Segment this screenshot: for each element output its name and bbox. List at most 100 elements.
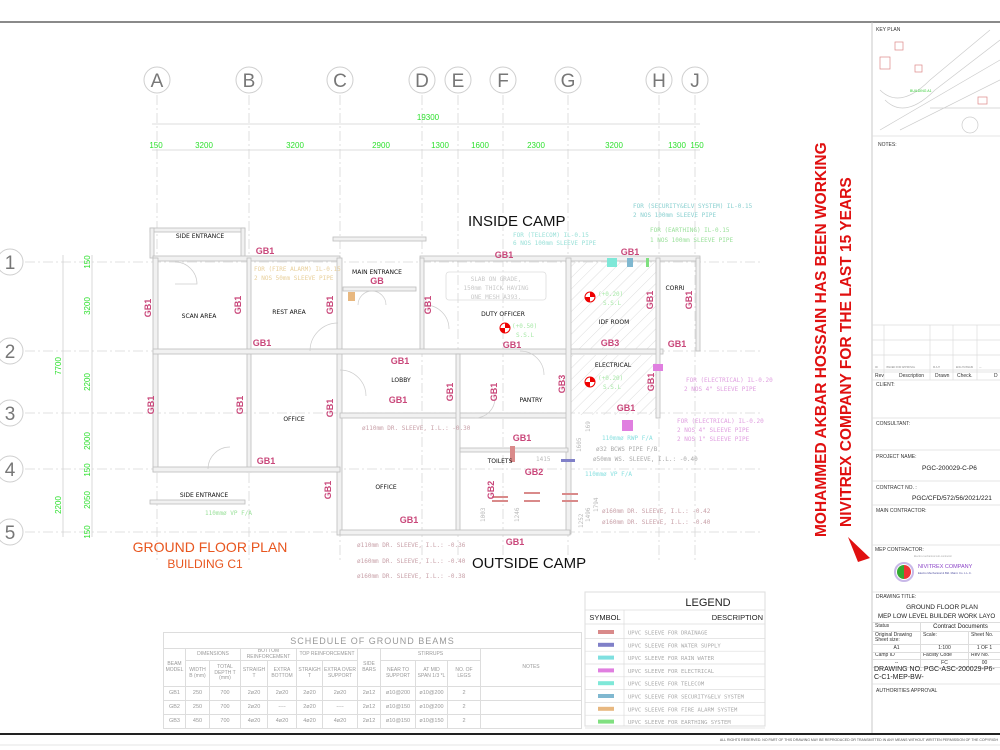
legend-label: UPVC SLEEVE FOR WATER SUPPLY: [628, 643, 721, 649]
table-cell: TOTAL DEPTH T (mm): [209, 660, 241, 688]
copyright-footer: ALL RIGHTS RESERVED. NO PART OF THIS DRA…: [720, 738, 999, 742]
svg-text:AUTHORITIES APPROVAL: AUTHORITIES APPROVAL: [876, 688, 938, 694]
svg-text:110mmø VP F/A: 110mmø VP F/A: [585, 471, 632, 478]
table-cell: Facility Code: [920, 651, 969, 661]
table-cell: Camp ID: [872, 651, 921, 661]
svg-text:150mm THICK HAVING: 150mm THICK HAVING: [463, 285, 528, 292]
svg-text:7700: 7700: [54, 357, 63, 375]
svg-text:Description: Description: [899, 373, 924, 379]
table-cell: WIDTH B (mm): [185, 660, 210, 688]
contract-no: PGC/CFD/572/56/2021/221: [912, 495, 992, 502]
table-cell: Contract Documents: [919, 622, 1000, 632]
grid-label-e: E: [452, 71, 465, 92]
svg-text:GB1: GB1: [325, 399, 335, 418]
svg-text:GB1: GB1: [495, 250, 514, 260]
inside-camp-label: INSIDE CAMP: [468, 213, 566, 230]
svg-text:GB1: GB1: [506, 537, 525, 547]
svg-text:6 NOS 100mm SLEEVE PIPE: 6 NOS 100mm SLEEVE PIPE: [513, 240, 596, 247]
drain-sleeve-1: [510, 446, 515, 462]
svg-text:GB1: GB1: [256, 246, 275, 256]
svg-text:ø110mm DR. SLEEVE, I.L.: -0.36: ø110mm DR. SLEEVE, I.L.: -0.36: [357, 542, 466, 549]
svg-text:GB1: GB1: [489, 383, 499, 402]
svg-text:Drawn: Drawn: [935, 373, 950, 379]
table-cell: ----: [267, 700, 297, 716]
svg-text:2 NOS 4" SLEEVE PIPE: 2 NOS 4" SLEEVE PIPE: [677, 427, 750, 434]
drawing-title-2: MEP LOW LEVEL BUILDER WORK LAYO: [878, 613, 995, 620]
svg-text:1600: 1600: [471, 141, 489, 150]
svg-text:19300: 19300: [417, 113, 440, 122]
svg-text:00: 00: [875, 366, 878, 369]
svg-text:2050: 2050: [83, 491, 92, 509]
title-block: KEY PLAN BUILDING A1 NOTES: 00 ISSUED FO…: [872, 27, 1000, 694]
table-cell: 700: [209, 700, 241, 716]
table-cell: TOP REINFORCEMENT: [296, 647, 358, 662]
drawing-number: DRAWING NO. PGC-ASC-200029-P6-C-C1-MEP-B…: [874, 666, 995, 681]
svg-text:1605: 1605: [576, 437, 583, 452]
legend-label: UPVC SLEEVE FOR SECURITY&ELV SYSTEM: [628, 695, 745, 701]
svg-text:GB1: GB1: [668, 339, 687, 349]
svg-text:GB1: GB1: [445, 383, 455, 402]
svg-text:ENG.HUSSAIN: ENG.HUSSAIN: [956, 366, 973, 369]
table-cell: 700: [209, 714, 241, 730]
svg-text:SLAB ON GRADE,: SLAB ON GRADE,: [471, 276, 522, 283]
table-cell: Scale:: [920, 630, 969, 646]
table-cell: 4ø20: [267, 714, 297, 730]
table-cell: Original Drawing Sheet size:: [872, 630, 921, 646]
legend-label: UPVC SLEEVE FOR TELECOM: [628, 682, 705, 688]
svg-text:Rev: Rev: [875, 373, 884, 379]
table-cell: [479, 714, 583, 730]
svg-text:Electro Mechanical & Bld. Main: Electro Mechanical & Bld. Maint. Co. L.L…: [918, 571, 972, 575]
table-cell: GB2: [163, 700, 186, 716]
grid-label-b: B: [243, 71, 256, 92]
svg-text:D: D: [994, 373, 998, 379]
level-markers: (+0.50) S.S.L (+0.20) S.S.L (+0.20) S.S.…: [499, 291, 623, 391]
table-cell: STRAIGHT: [296, 660, 323, 688]
company-logo: [894, 562, 914, 582]
table-cell: 2ø12: [357, 700, 381, 716]
legend-swatch: [598, 719, 614, 724]
svg-text:1003: 1003: [480, 507, 487, 522]
svg-text:S.S.L: S.S.L: [603, 300, 621, 307]
table-cell: ø10@200: [415, 686, 448, 702]
plan-title: GROUND FLOOR PLAN: [133, 539, 288, 555]
svg-text:GB1: GB1: [645, 291, 655, 310]
svg-text:FOR (SECURITY&ELV SYSTEM) IL-0: FOR (SECURITY&ELV SYSTEM) IL-0.15: [633, 203, 753, 210]
svg-text:GB1: GB1: [253, 338, 272, 348]
slab-note-box: [445, 271, 547, 301]
column-bubbles: A B C D E F G H J: [143, 66, 709, 94]
electrical-room-hatch: [570, 355, 658, 415]
walls: [149, 227, 701, 536]
svg-text:3200: 3200: [286, 141, 304, 150]
svg-text:GB1: GB1: [257, 456, 276, 466]
room-office-1: OFFICE: [283, 416, 305, 423]
beam-tags: GB1 GB GB1 GB1 GB1 GB1 GB1 GB1 GB3 GB1 G…: [143, 246, 694, 547]
svg-text:CONTRACT NO. :: CONTRACT NO. :: [876, 485, 917, 491]
table-cell: ----: [322, 700, 358, 716]
table-cell: STRAIGHT: [240, 660, 268, 688]
svg-text:169: 169: [585, 421, 592, 432]
legend-swatch: [598, 694, 614, 698]
legend: LEGEND SYMBOL DESCRIPTION: [584, 591, 766, 727]
table-cell: 700: [209, 686, 241, 702]
grid-label-2: 2: [5, 342, 16, 363]
table-cell: SCHEDULE OF GROUND BEAMS: [162, 632, 583, 649]
legend-label: UPVC SLEEVE FOR DRAINAGE: [628, 631, 707, 637]
room-scan-area: SCAN AREA: [182, 313, 218, 320]
svg-text:GB2: GB2: [486, 481, 496, 500]
table-cell: [479, 686, 583, 702]
svg-text:GB1: GB1: [235, 396, 245, 415]
svg-text:DRAWING TITLE:: DRAWING TITLE:: [876, 594, 916, 600]
room-side-entrance-top: SIDE ENTRANCE: [176, 233, 225, 240]
table-cell: 1:100: [920, 644, 969, 653]
table-cell: 2ø20: [240, 686, 268, 702]
table-cell: 1 OF 1: [967, 644, 1000, 653]
svg-text:M.A.H: M.A.H: [933, 366, 940, 369]
table-cell: [479, 700, 583, 716]
electrical-sleeve-2: [622, 420, 633, 431]
svg-text:1300: 1300: [668, 141, 686, 150]
svg-text:150: 150: [149, 141, 163, 150]
svg-text:FOR (EARTHING) IL-0.15: FOR (EARTHING) IL-0.15: [650, 227, 730, 234]
doors: [174, 261, 545, 470]
svg-text:S.S.L: S.S.L: [603, 384, 621, 391]
table-cell: NEAR TO SUPPORT: [380, 660, 416, 688]
